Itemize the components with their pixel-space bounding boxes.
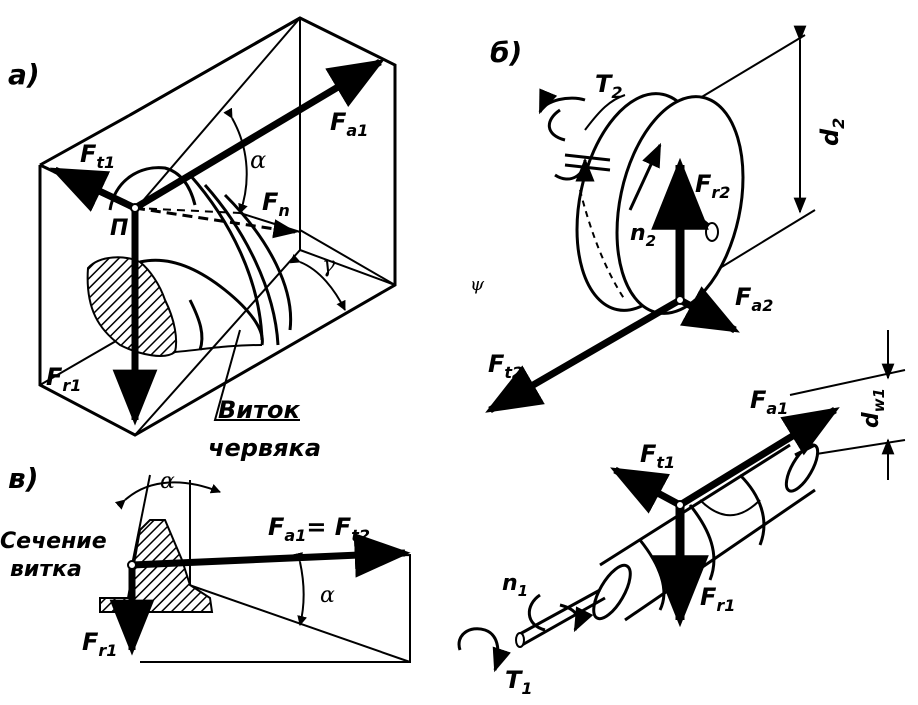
worm-left-end	[592, 563, 632, 621]
fn-arrow	[134, 206, 298, 239]
label-alpha-a: α	[250, 146, 266, 174]
label-t2: T2	[595, 70, 623, 102]
thread-2	[688, 504, 716, 581]
panel-c: в) Сечение витка α α Fa1= Ft2 Fr1	[0, 462, 411, 663]
label-t1: T1	[505, 666, 533, 698]
fa1-ft2-arrow	[131, 532, 411, 578]
t1-arrow	[457, 627, 511, 673]
label-fa1-eq-ft2: Fa1= Ft2	[268, 513, 370, 545]
ft2-arrow	[485, 296, 682, 414]
label-fn: Fn	[262, 188, 290, 220]
section-pole	[127, 560, 137, 570]
label-alpha-c-top: α	[160, 469, 175, 494]
label-fr1-a: Fr1	[46, 363, 81, 395]
label-n2: n2	[630, 221, 656, 250]
dw1-ext-bottom	[809, 439, 906, 456]
worm-pole	[675, 500, 685, 510]
thread-1	[638, 539, 666, 611]
label-pole: П	[110, 216, 128, 241]
label-fr1-c: Fr1	[82, 628, 117, 660]
label-fa1-a: Fa1	[330, 108, 368, 140]
alpha-arc-c-top	[114, 481, 221, 510]
panel-a: а) Ft1 Fa1 Fn Fr1 α γ П Виток червяка	[8, 16, 397, 462]
panel-a-box	[38, 16, 397, 437]
wheel-pole	[675, 295, 685, 305]
n2-arrow	[628, 142, 662, 211]
label-psi: ψ	[470, 274, 485, 295]
label-gamma: γ	[322, 253, 336, 278]
shaft-left-line2	[521, 596, 606, 647]
wheel-teeth-1	[584, 94, 626, 131]
fa2-arrow	[678, 286, 740, 334]
section-caption-1: Сечение	[0, 529, 107, 554]
label-fa1-worm: Fa1	[750, 386, 788, 418]
ft1-arrow	[49, 166, 137, 212]
fn-projection	[134, 207, 241, 214]
label-d2: d2	[816, 118, 848, 146]
thread-4	[699, 499, 761, 517]
caption-leader	[213, 329, 300, 421]
n1-arrow	[559, 603, 594, 633]
label-fa2: Fa2	[735, 283, 773, 315]
caption-line2: червяка	[208, 434, 321, 462]
wheel-teeth-2	[579, 189, 626, 301]
label-ft1-worm: Ft1	[640, 440, 675, 472]
gamma-arc	[289, 254, 346, 311]
panel-b: б) T2 d2 Fr2 n2 Fa2 Ft2 ψ	[470, 25, 848, 414]
fn-projection-2	[239, 212, 301, 233]
shaft-end	[705, 222, 719, 242]
panel-c-tag: в)	[8, 462, 39, 495]
t2-arc-top	[547, 108, 566, 142]
alpha-arc-a	[223, 107, 248, 214]
label-dw1: dw1	[859, 388, 888, 428]
thread-3	[738, 473, 766, 546]
fa1-arrow	[133, 58, 385, 212]
n1-arc	[527, 593, 546, 632]
shaft-left	[564, 153, 611, 162]
t2-arc-bottom	[554, 157, 595, 182]
label-fr1-worm: Fr1	[700, 583, 735, 615]
d2-ext-top	[699, 34, 806, 99]
ft1-arrow-worm	[610, 466, 682, 514]
shaft-left-line	[517, 588, 601, 637]
label-fr2: Fr2	[695, 170, 730, 202]
t2-arrow	[538, 88, 586, 115]
label-n1: n1	[502, 571, 528, 600]
panel-a-tag: а)	[8, 58, 40, 91]
label-alpha-c-right: α	[320, 583, 335, 608]
worm-thread	[86, 166, 293, 357]
panel-b-tag: б)	[490, 36, 522, 69]
alpha-arc-c-right	[293, 552, 308, 626]
section-caption-2: витка	[10, 557, 82, 582]
caption-line1: Виток	[218, 396, 301, 424]
worm-shaft: Fa1 dw1 Ft1 Fr1 n1 T1	[457, 330, 906, 698]
shaft-left-end	[515, 632, 525, 648]
pole-point	[130, 203, 140, 213]
worm-top-line	[599, 443, 791, 567]
d2-ext-bottom	[719, 209, 816, 269]
label-ft1: Ft1	[80, 140, 115, 172]
label-ft2: Ft2	[488, 350, 523, 382]
fa1-arrow-worm	[678, 407, 840, 508]
